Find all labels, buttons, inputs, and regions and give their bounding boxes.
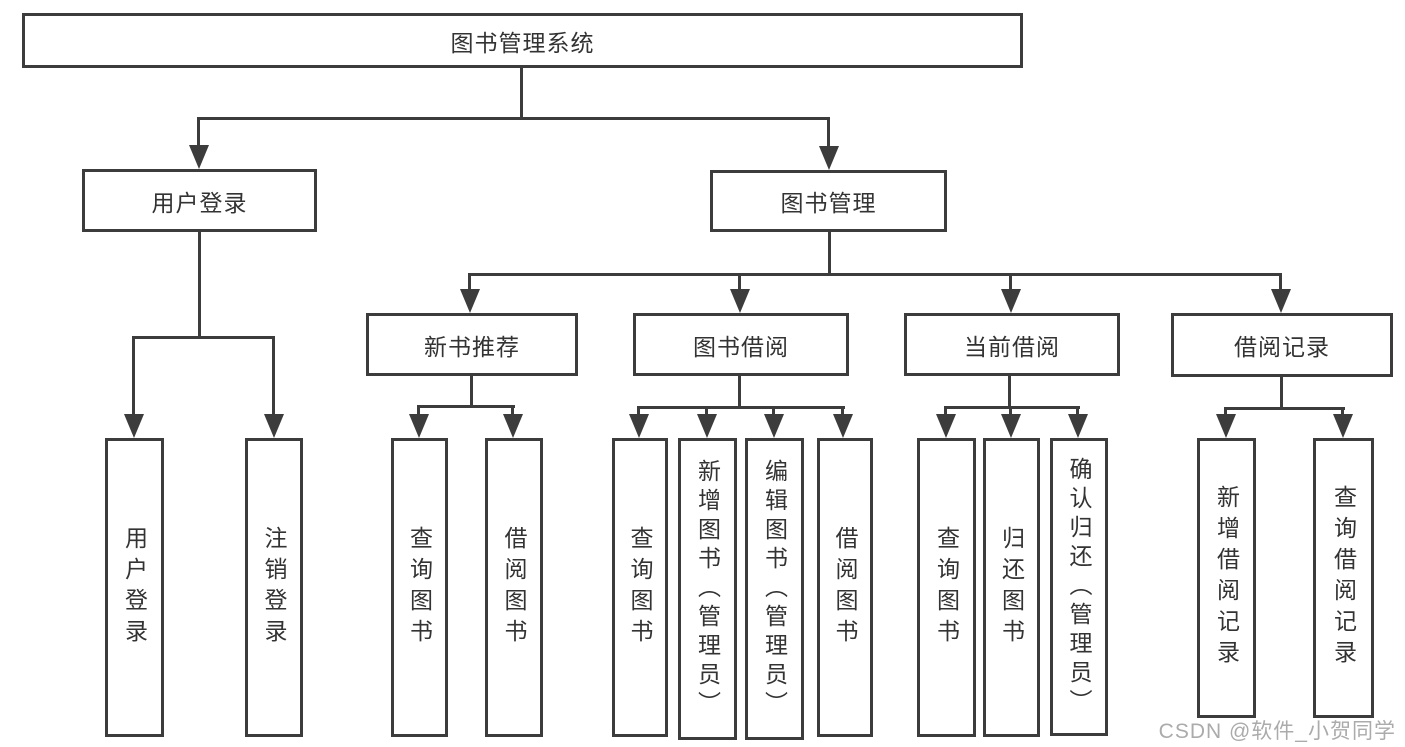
arrow-down-icon [1001, 414, 1021, 438]
leaf-label: 查询借阅记录 [1330, 485, 1357, 671]
leaf-add-books-admin: 新增图书（管理员） [678, 438, 737, 740]
leaf-return-books: 归还图书 [983, 438, 1040, 737]
connector-borrow-records-split [1224, 407, 1345, 410]
arrow-down-icon [460, 289, 480, 313]
node-root: 图书管理系统 [22, 13, 1023, 68]
node-root-label: 图书管理系统 [450, 29, 595, 56]
connector-to-user-login [197, 117, 200, 148]
node-borrow-records-label: 借阅记录 [1234, 334, 1330, 360]
arrow-down-icon [503, 414, 523, 438]
connector-new-book-split [417, 405, 515, 408]
leaf-borrow-books-recommend: 借阅图书 [485, 438, 543, 737]
leaf-edit-books-admin: 编辑图书（管理员） [745, 438, 804, 740]
node-current-borrow-label: 当前借阅 [964, 333, 1060, 360]
connector-current-borrow-stem [1008, 376, 1011, 409]
connector-book-borrow-split [637, 406, 845, 409]
arrow-down-icon [189, 145, 209, 169]
arrow-down-icon [1216, 414, 1236, 438]
leaf-label: 确认归还（管理员） [1066, 456, 1092, 718]
connector-leaf-stem [772, 406, 775, 414]
leaf-label: 新增图书（管理员） [694, 458, 721, 720]
leaf-borrow-books: 借阅图书 [817, 438, 873, 737]
connector-leaf-stem [511, 405, 514, 414]
arrow-down-icon [697, 414, 717, 438]
connector-to-borrow-records [1279, 273, 1282, 289]
connector-leaf-stem [1009, 406, 1012, 414]
node-book-borrow-label: 图书借阅 [693, 333, 789, 360]
arrow-down-icon [936, 414, 956, 438]
node-user-login-label: 用户登录 [151, 189, 248, 216]
arrow-down-icon [833, 414, 853, 438]
arrow-down-icon [409, 414, 429, 438]
arrow-down-icon [1271, 289, 1291, 313]
node-new-book-recommend-label: 新书推荐 [424, 333, 520, 360]
connector-borrow-records-stem [1280, 377, 1283, 410]
arrow-down-icon [1001, 289, 1021, 313]
leaf-add-borrow-record: 新增借阅记录 [1197, 438, 1256, 718]
connector-new-book-stem [470, 376, 473, 408]
arrow-down-icon [1333, 414, 1353, 438]
leaf-user-login: 用户登录 [105, 438, 164, 737]
leaf-label: 编辑图书（管理员） [761, 458, 788, 720]
leaf-label: 借阅图书 [832, 525, 858, 650]
connector-to-current-borrow [1009, 273, 1012, 289]
connector-book-borrow-stem [738, 376, 741, 409]
connector-leaf-stem [1341, 407, 1344, 414]
leaf-label: 借阅图书 [501, 525, 527, 650]
leaf-label: 归还图书 [998, 525, 1025, 650]
connector-leaf-stem [1224, 407, 1227, 414]
arrow-down-icon [264, 414, 284, 438]
connector-leaf-stem [637, 406, 640, 414]
node-book-management: 图书管理 [710, 170, 947, 232]
connector-leaf-stem [417, 405, 420, 414]
connector-book-management-split [468, 273, 1282, 276]
connector-leaf-stem [705, 406, 708, 414]
node-book-borrow: 图书借阅 [633, 313, 849, 376]
leaf-query-books-borrow: 查询图书 [612, 438, 668, 737]
arrow-down-icon [730, 289, 750, 313]
connector-leaf-stem [944, 406, 947, 414]
leaf-logout: 注销登录 [245, 438, 303, 737]
connector-leaf-stem [1076, 406, 1079, 414]
arrow-down-icon [629, 414, 649, 438]
connector-to-new-book [468, 273, 471, 289]
arrow-down-icon [1068, 414, 1088, 438]
connector-book-management-stem [828, 232, 831, 276]
connector-user-login-split [133, 336, 275, 339]
connector-to-book-borrow [738, 273, 741, 289]
leaf-confirm-return-admin: 确认归还（管理员） [1050, 438, 1108, 736]
leaf-label: 注销登录 [261, 525, 287, 650]
leaf-label: 查询图书 [406, 525, 433, 650]
arrow-down-icon [124, 414, 144, 438]
leaf-label: 新增借阅记录 [1213, 485, 1240, 671]
leaf-label: 查询图书 [627, 525, 653, 650]
leaf-query-borrow-record: 查询借阅记录 [1313, 438, 1374, 718]
connector-root-stem [520, 68, 523, 120]
arrow-down-icon [764, 414, 784, 438]
connector-to-book-management [827, 117, 830, 148]
leaf-label: 用户登录 [121, 525, 148, 650]
leaf-label: 查询图书 [933, 525, 960, 650]
node-current-borrow: 当前借阅 [904, 313, 1120, 376]
arrow-down-icon [819, 146, 839, 170]
node-user-login: 用户登录 [82, 169, 317, 232]
node-borrow-records: 借阅记录 [1171, 313, 1393, 377]
connector-to-leaf-login [132, 336, 135, 414]
csdn-watermark: CSDN @软件_小贺同学 [1158, 720, 1396, 743]
connector-user-login-stem [198, 232, 201, 339]
node-book-management-label: 图书管理 [780, 190, 877, 216]
node-new-book-recommend: 新书推荐 [366, 313, 578, 376]
connector-root-split [198, 117, 830, 120]
leaf-query-books-current: 查询图书 [917, 438, 976, 737]
leaf-query-books-recommend: 查询图书 [391, 438, 448, 737]
connector-leaf-stem [841, 406, 844, 414]
connector-to-leaf-logout [272, 336, 275, 414]
connector-current-borrow-split [944, 406, 1080, 409]
